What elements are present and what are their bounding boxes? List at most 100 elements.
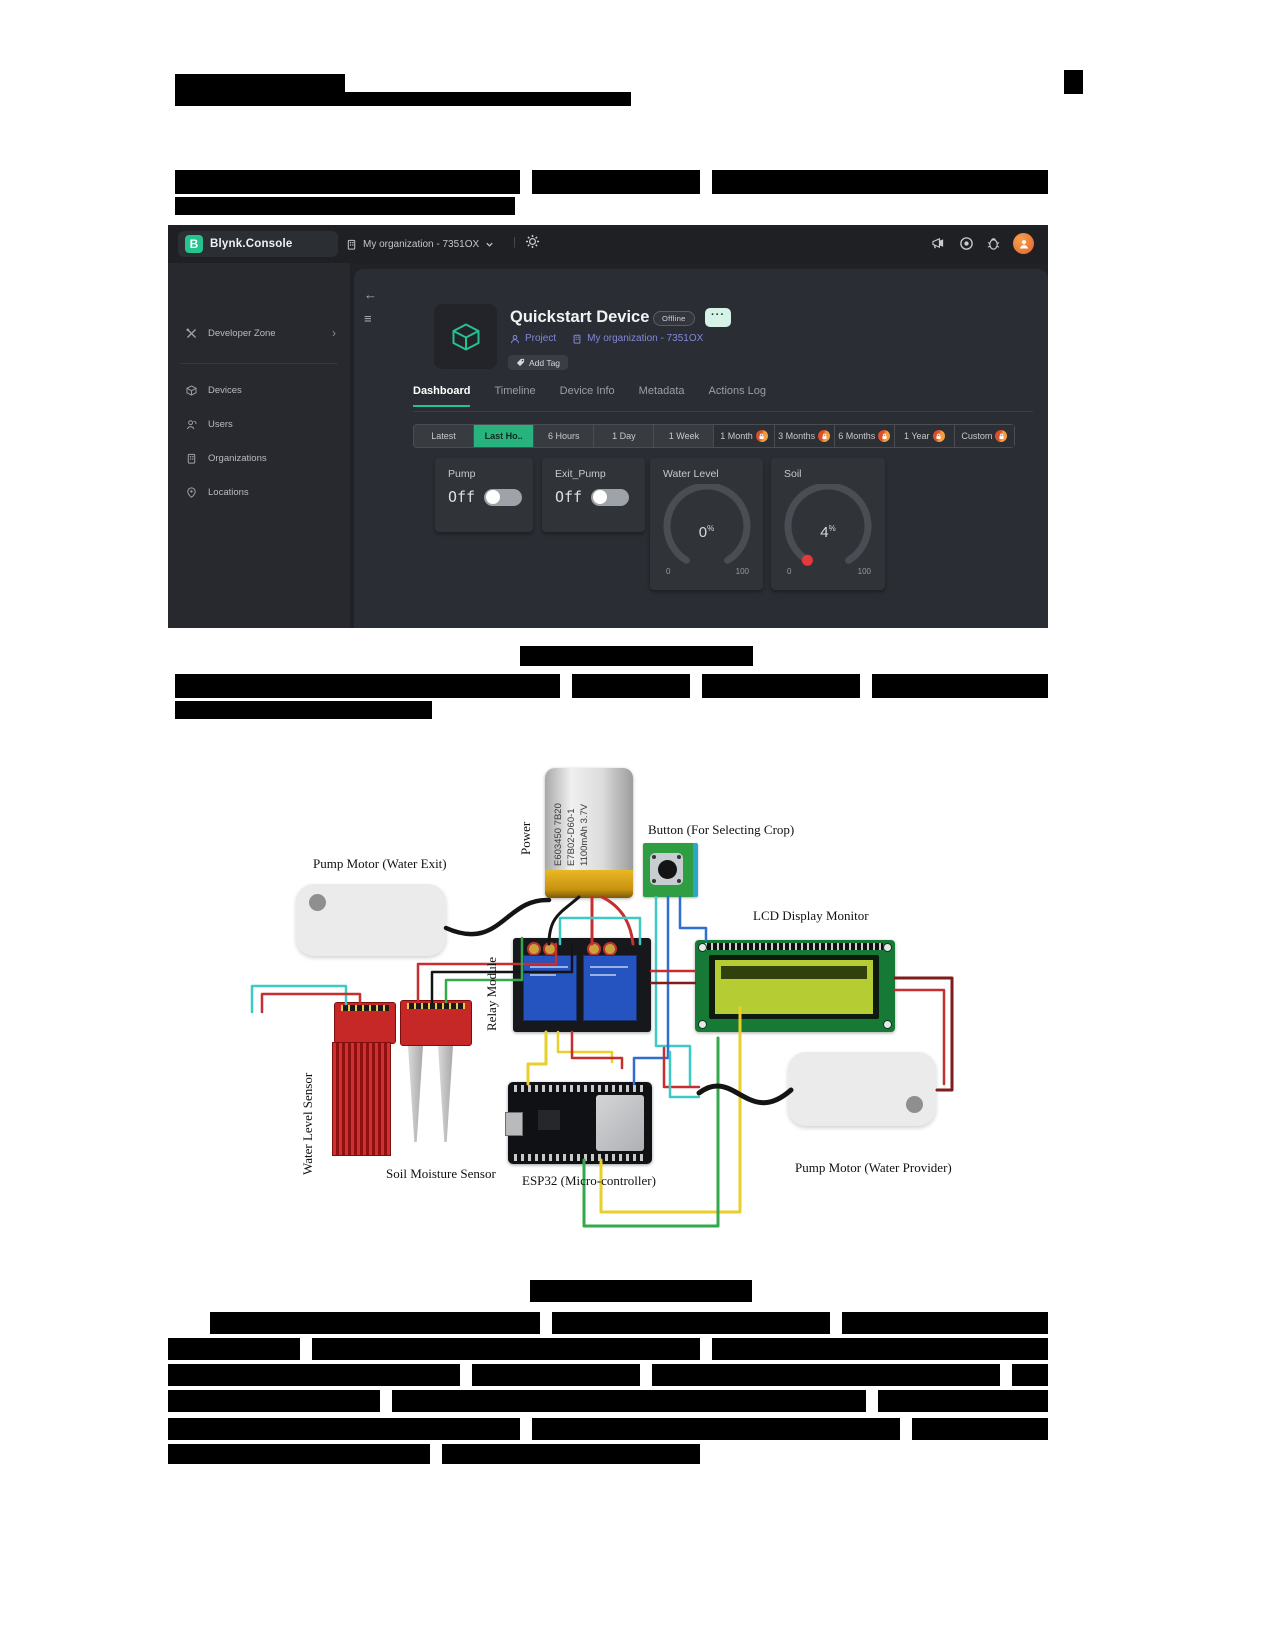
redacted-text bbox=[175, 170, 520, 194]
redacted-text bbox=[312, 1338, 700, 1360]
redacted-text bbox=[210, 1312, 540, 1334]
help-lifebuoy-icon[interactable] bbox=[959, 236, 974, 251]
more-actions-button[interactable]: ··· bbox=[705, 308, 731, 327]
sidebar-item-locations[interactable]: Locations bbox=[168, 480, 350, 504]
project-label: Project bbox=[525, 333, 557, 344]
range-6-hours[interactable]: 6 Hours bbox=[533, 425, 593, 447]
redacted-text bbox=[392, 1390, 866, 1412]
pump-toggle[interactable] bbox=[484, 488, 523, 506]
add-tag-label: Add Tag bbox=[529, 357, 561, 368]
tab-dashboard[interactable]: Dashboard bbox=[413, 385, 471, 407]
lock-icon bbox=[818, 430, 831, 442]
range-1-day[interactable]: 1 Day bbox=[593, 425, 653, 447]
time-range-selector: Latest Last Ho.. 6 Hours 1 Day 1 Week 1 … bbox=[413, 424, 1015, 448]
range-1-week[interactable]: 1 Week bbox=[653, 425, 713, 447]
blynk-logo-icon: B bbox=[185, 235, 203, 253]
range-6-months[interactable]: 6 Months bbox=[833, 425, 894, 447]
tag-icon bbox=[516, 358, 525, 367]
redacted-text bbox=[712, 170, 1048, 194]
device-organization-link[interactable]: My organization - 7351OX bbox=[572, 333, 703, 344]
gauge-value: 4 bbox=[820, 524, 829, 541]
sidebar-item-devices[interactable]: Devices bbox=[168, 378, 350, 402]
redacted-text bbox=[168, 1418, 520, 1440]
battery-text-line: E603450 7B20 bbox=[553, 803, 564, 866]
range-custom[interactable]: Custom bbox=[953, 425, 1014, 447]
battery-text-line: 1100mAh 3.7V bbox=[579, 803, 590, 866]
redacted-text bbox=[1012, 1364, 1048, 1386]
users-icon bbox=[186, 419, 197, 430]
range-latest[interactable]: Latest bbox=[431, 431, 456, 441]
redacted-page-number bbox=[1064, 70, 1083, 94]
range-3-months[interactable]: 3 Months bbox=[773, 425, 834, 447]
sidebar-item-label: Users bbox=[208, 418, 233, 430]
pump-state: Off bbox=[448, 488, 476, 506]
water-level-sensor-module bbox=[334, 1002, 396, 1044]
redacted-text bbox=[175, 674, 560, 698]
range-1-year[interactable]: 1 Year bbox=[893, 425, 954, 447]
lock-icon bbox=[755, 430, 768, 442]
blynk-logo[interactable]: B Blynk.Console bbox=[178, 231, 338, 257]
cube-icon bbox=[186, 384, 197, 396]
lcd-display bbox=[695, 940, 895, 1032]
sidebar-item-users[interactable]: Users bbox=[168, 412, 350, 436]
building-icon bbox=[186, 453, 197, 464]
soil-gauge-widget: Soil 4% 0 100 bbox=[771, 458, 885, 590]
tab-metadata[interactable]: Metadata bbox=[638, 385, 685, 397]
back-arrow-icon[interactable]: ← bbox=[364, 287, 377, 302]
add-tag-button[interactable]: Add Tag bbox=[508, 355, 569, 370]
pump-motor-water-exit bbox=[296, 884, 446, 956]
soil-sensor-prong bbox=[408, 1046, 423, 1142]
device-organization-label: My organization - 7351OX bbox=[587, 333, 704, 344]
redacted-text bbox=[842, 1312, 1048, 1334]
bug-report-icon[interactable] bbox=[987, 236, 1000, 251]
sidebar-item-developer-zone[interactable]: Developer Zone › bbox=[168, 321, 350, 345]
label-water-level-sensor: Water Level Sensor bbox=[300, 1072, 315, 1175]
lock-icon bbox=[878, 430, 891, 442]
device-title: Quickstart Device bbox=[510, 308, 650, 326]
relay-module bbox=[513, 938, 651, 1032]
project-link[interactable]: Project bbox=[510, 333, 556, 344]
redacted-text bbox=[442, 1444, 700, 1464]
organization-selector[interactable]: My organization - 7351OX bbox=[346, 233, 494, 255]
exit-pump-state: Off bbox=[555, 488, 583, 506]
tab-actions-log[interactable]: Actions Log bbox=[708, 385, 767, 397]
tabs-divider bbox=[413, 411, 1033, 412]
redacted-text bbox=[572, 674, 690, 698]
status-badge: Offline bbox=[653, 311, 695, 326]
redacted-text bbox=[175, 701, 432, 719]
battery: E603450 7B20 E7B02-D60-1 1100mAh 3.7V bbox=[545, 768, 633, 898]
sidebar-item-label: Devices bbox=[208, 384, 242, 396]
redacted-figure-caption bbox=[520, 646, 753, 666]
blynk-console-screenshot: B Blynk.Console My organization - 7351OX… bbox=[168, 225, 1048, 628]
menu-hamburger-icon[interactable]: ≡ bbox=[364, 311, 372, 326]
sidebar-item-organizations[interactable]: Organizations bbox=[168, 446, 350, 470]
soil-sensor-prong bbox=[438, 1046, 453, 1142]
app-title: Blynk.Console bbox=[210, 238, 293, 250]
redacted-text bbox=[552, 1312, 830, 1334]
settings-gear-icon[interactable] bbox=[525, 234, 540, 249]
range-1-month[interactable]: 1 Month bbox=[713, 425, 774, 447]
redacted-text bbox=[878, 1390, 1048, 1412]
redacted-figure-caption bbox=[530, 1280, 752, 1302]
user-avatar[interactable] bbox=[1013, 233, 1034, 254]
device-tabs: Dashboard Timeline Device Info Metadata … bbox=[413, 385, 766, 407]
range-last-hour[interactable]: Last Ho.. bbox=[473, 425, 534, 447]
exit-pump-toggle[interactable] bbox=[591, 488, 630, 506]
announcements-megaphone-icon[interactable] bbox=[931, 237, 946, 250]
sidebar-item-label: Locations bbox=[208, 486, 249, 498]
esp32-board bbox=[505, 1082, 652, 1164]
topbar-separator: | bbox=[513, 236, 516, 248]
exit-pump-widget: Exit_Pump Off bbox=[542, 458, 645, 532]
tools-icon bbox=[186, 328, 197, 339]
tab-timeline[interactable]: Timeline bbox=[494, 385, 536, 397]
redacted-text bbox=[168, 1338, 300, 1360]
label-relay: Relay Module bbox=[484, 956, 499, 1031]
sidebar-item-label: Developer Zone bbox=[208, 327, 276, 339]
gauge-max: 100 bbox=[735, 567, 749, 576]
label-soil-moisture-sensor: Soil Moisture Sensor bbox=[386, 1166, 496, 1181]
battery-text-line: E7B02-D60-1 bbox=[566, 808, 577, 866]
gauge-arc bbox=[771, 484, 885, 566]
redacted-text bbox=[912, 1418, 1048, 1440]
tab-device-info[interactable]: Device Info bbox=[559, 385, 615, 397]
